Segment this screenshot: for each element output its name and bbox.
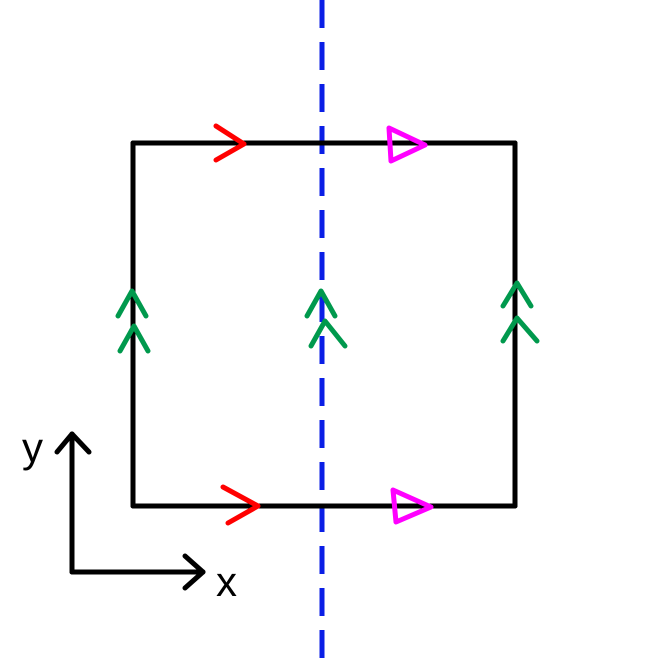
y-axis-label: y [22,424,43,471]
single-arrow-icon [213,123,247,163]
magenta-arrows [386,125,434,525]
double-chevron-up-icon [115,288,151,354]
y-axis-arrowhead-icon [54,431,92,455]
single-arrow-icon [220,484,261,526]
coordinate-axes [54,431,206,591]
double-chevron-up-icon [304,288,348,349]
hollow-triangle-arrow-icon [386,125,428,164]
hollow-triangle-arrow-icon [390,487,434,525]
x-axis-label: x [216,558,237,605]
red-arrows [213,123,261,526]
x-axis-arrowhead-icon [182,553,206,591]
double-chevron-up-icon [500,280,540,344]
green-double-arrows [115,280,540,354]
